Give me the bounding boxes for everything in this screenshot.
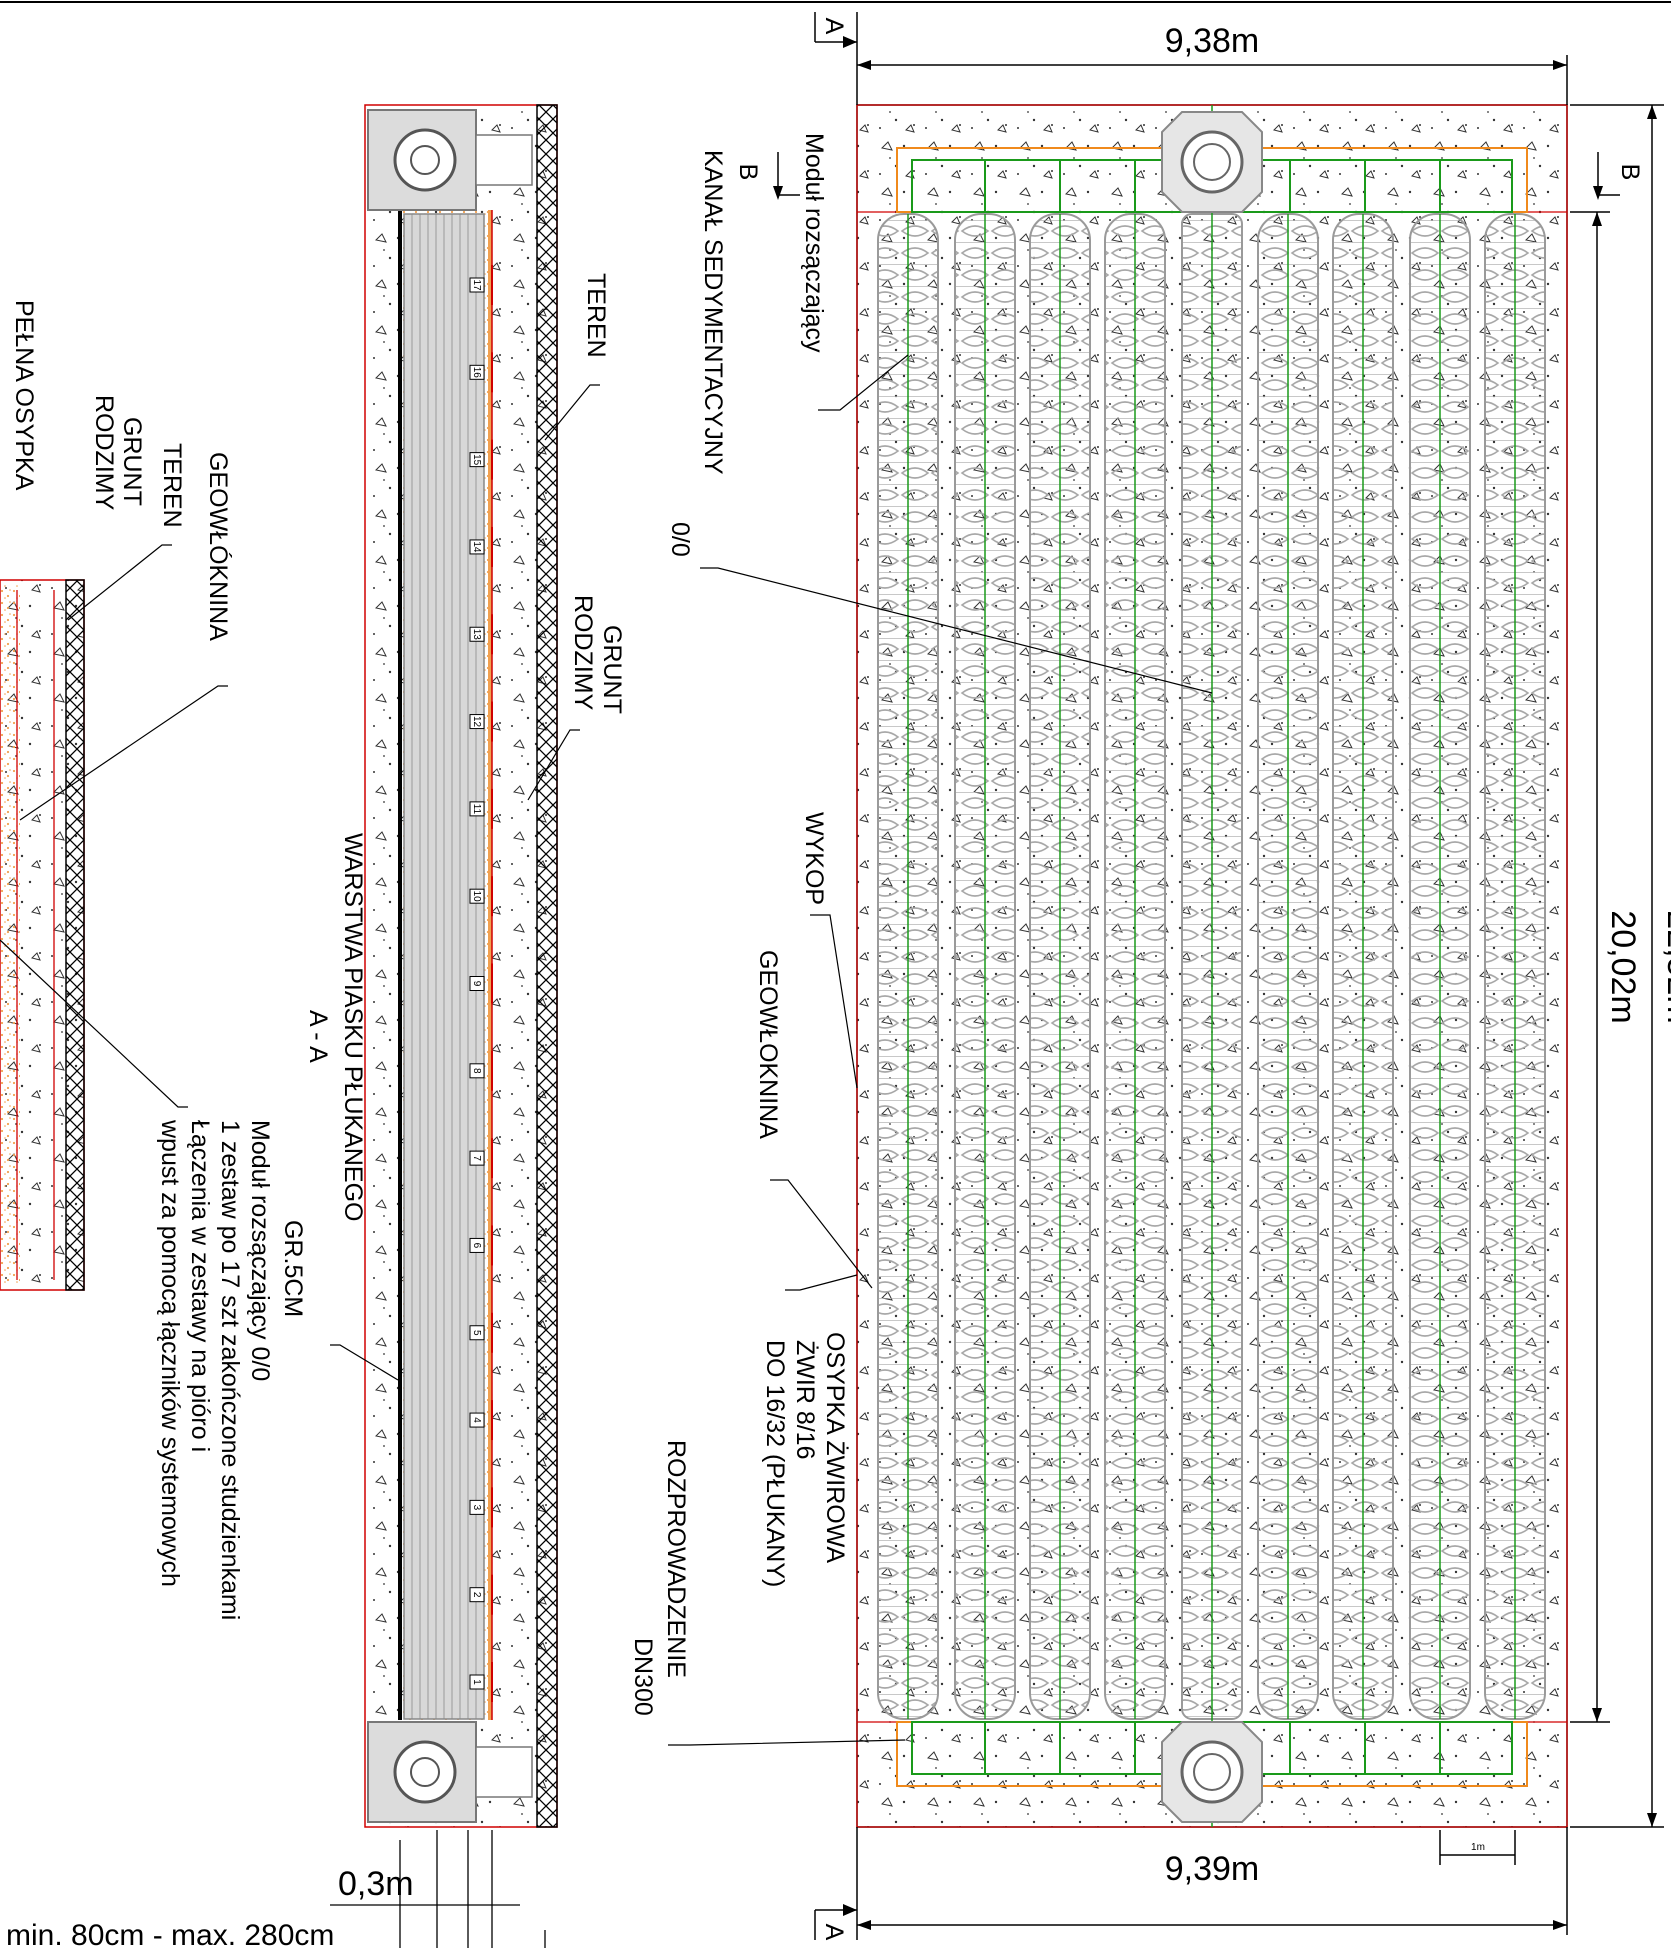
label-rozprow-line2: DN300	[629, 1638, 657, 1716]
module-rows	[877, 105, 1546, 1827]
section-marker-a-bottom: A	[814, 1904, 857, 1941]
label-teren-bb: TEREN	[158, 443, 186, 528]
manhole-top	[1161, 111, 1263, 213]
label-grunt-aa-line2: RODZIMY	[569, 595, 597, 711]
section-marker-b-left-text: B	[734, 164, 762, 181]
module-number: 4	[471, 1417, 482, 1423]
module-number-box	[469, 364, 485, 380]
module-number: 12	[471, 716, 482, 728]
label-osypka-line3: DO 16/32 (PŁUKANY)	[761, 1340, 789, 1587]
label-wykop: WYKOP	[800, 812, 828, 905]
section-bb: GEOWŁÓKNINA TEREN GRUNT RODZIMY PEŁNA OS…	[0, 300, 274, 1620]
module-number-box	[469, 452, 485, 468]
label-sand-line2: GR.5CM	[279, 1220, 307, 1317]
module-number-box	[469, 1499, 485, 1515]
dim-outer-text: 22,52m	[1660, 910, 1671, 1023]
module-number: 15	[471, 454, 482, 466]
module-number: 8	[471, 1068, 482, 1074]
label-rozprow-line1: ROZPROWADZENIE	[662, 1440, 690, 1678]
module-number-box	[469, 626, 485, 642]
label-pelna-osypka: PEŁNA OSYPKA	[10, 300, 38, 491]
label-geowloknina-bb: GEOWŁÓKNINA	[204, 452, 233, 641]
module-number-box	[469, 1412, 485, 1428]
module-number-box	[469, 1325, 485, 1341]
module-number-box	[469, 277, 485, 293]
module-stack	[403, 213, 485, 1720]
label-sand-line1: WARSTWA PIASKU PŁUKANEGO	[339, 833, 367, 1222]
label-geowloknina: GEOWŁOKNINA	[754, 950, 782, 1139]
manhole-top-section	[367, 109, 533, 211]
module-number-box	[469, 1587, 485, 1603]
note-line1: Moduł rozsączający 0/0	[246, 1120, 274, 1381]
module-number-box	[469, 1063, 485, 1079]
module-number-box	[469, 801, 485, 817]
section-marker-b-right: B	[1593, 152, 1644, 200]
label-osypka-line2: ŻWIR 8/16	[791, 1340, 820, 1459]
module-number-box	[469, 888, 485, 904]
module-number: 11	[471, 804, 482, 815]
module-number: 10	[471, 891, 482, 903]
module-number: 9	[471, 981, 482, 987]
label-grunt-bb-line1: GRUNT	[118, 417, 146, 506]
label-grunt-aa-line1: GRUNT	[598, 625, 626, 714]
label-module: Moduł rozsączający	[800, 133, 828, 353]
section-aa: 17 16 15 14 13 12 11 10 9 8 7 6 5 4 3 2 1 0,3m min. 80cm…	[6, 104, 626, 1948]
module-number-box	[469, 1674, 485, 1690]
module-number: 7	[471, 1155, 482, 1161]
module-number: 14	[471, 541, 482, 553]
dim-03-text: 0,3m	[338, 1865, 414, 1903]
scale-label: 1m	[1471, 1842, 1485, 1853]
module-number: 6	[471, 1243, 482, 1249]
note-line3: Łączenia w zestawy na pióro i	[186, 1120, 214, 1452]
note-line2: 1 zestaw po 17 szt zakończone studzienka…	[216, 1120, 244, 1620]
dim-depth-text: min. 80cm - max. 280cm	[6, 1919, 334, 1948]
label-osypka-line1: OSYPKA ŻWIROWA	[821, 1332, 850, 1563]
note-line4: wpust za pomocą łączników systemowych	[156, 1119, 184, 1587]
dim-bottom-text: 9,39m	[1165, 1850, 1260, 1888]
module-number: 16	[471, 367, 482, 379]
label-channel-line2: 0/0	[666, 522, 694, 557]
section-marker-a-top: A	[814, 12, 857, 48]
module-number-box	[469, 1150, 485, 1166]
section-marker-a-bottom-text: A	[820, 1924, 848, 1941]
label-section-title: A - A	[304, 1010, 332, 1063]
label-channel-line1: KANAŁ SEDYMENTACYJNY	[699, 150, 727, 475]
module-number-box	[469, 976, 485, 991]
module-number: 5	[471, 1330, 482, 1336]
label-teren-aa: TEREN	[582, 273, 610, 358]
module-number: 2	[471, 1592, 482, 1598]
manhole-bottom	[1161, 1721, 1263, 1823]
section-marker-b-right-text: B	[1616, 164, 1644, 181]
section-marker-a-top-text: A	[820, 18, 848, 35]
module-number: 13	[471, 629, 482, 641]
plan-view: 9,38m 9,39m 20,02m 22,52m 1m A A B	[629, 12, 1671, 1941]
module-number: 3	[471, 1505, 482, 1511]
module-number-box	[469, 714, 485, 730]
dim-inner-text: 20,02m	[1604, 910, 1642, 1023]
manhole-bottom-section	[367, 1721, 533, 1823]
module-number-box	[469, 1237, 485, 1253]
module-number: 17	[471, 279, 482, 291]
dim-top-text: 9,38m	[1165, 22, 1260, 60]
module-number-box	[469, 539, 485, 555]
section-marker-b-left: B	[734, 152, 800, 200]
module-number: 1	[471, 1679, 482, 1685]
label-grunt-bb-line2: RODZIMY	[90, 395, 118, 511]
